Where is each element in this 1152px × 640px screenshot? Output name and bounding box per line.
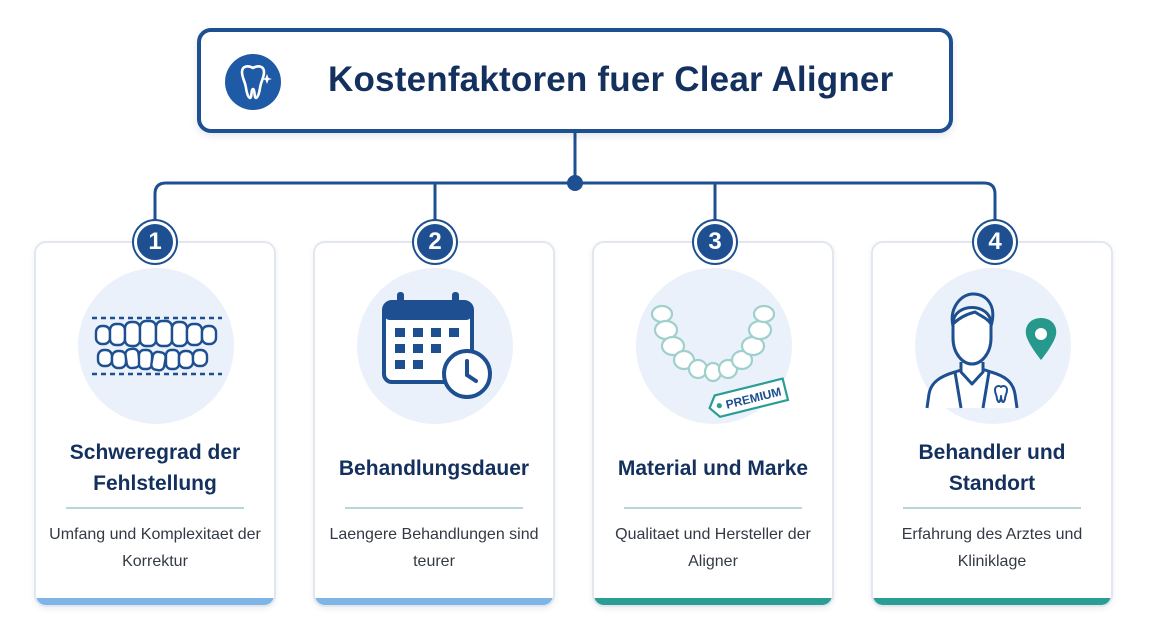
card-divider bbox=[66, 507, 244, 509]
tooth-icon bbox=[225, 54, 281, 110]
card-title: Behandler und Standort bbox=[918, 441, 1066, 495]
card-description: Qualitaet und Hersteller der Aligner bbox=[615, 526, 811, 570]
card-accent-bar bbox=[594, 598, 832, 605]
card-title: Material und Marke bbox=[617, 456, 809, 480]
aligner-illustration: PREMIUM bbox=[636, 268, 792, 424]
teeth-illustration bbox=[78, 268, 234, 424]
title-box: Kostenfaktoren fuer Clear Aligner bbox=[197, 28, 953, 133]
factor-card-severity: Schweregrad der Fehlstellung Umfang und … bbox=[34, 241, 276, 607]
page-title: Kostenfaktoren fuer Clear Aligner bbox=[328, 60, 894, 99]
card-accent-bar bbox=[873, 598, 1111, 605]
step-number-badge: 1 bbox=[134, 221, 176, 263]
card-description: Laengere Behandlungen sind teurer bbox=[329, 526, 539, 570]
card-description: Umfang und Komplexitaet der Korrektur bbox=[49, 526, 261, 570]
card-title: Behandlungsdauer bbox=[338, 456, 530, 480]
calendar-illustration bbox=[357, 268, 513, 424]
connector-junction bbox=[567, 175, 583, 191]
card-accent-bar bbox=[315, 598, 553, 605]
step-number-badge: 3 bbox=[694, 221, 736, 263]
card-description: Erfahrung des Arztes und Kliniklage bbox=[901, 526, 1083, 570]
factor-card-provider: Behandler und Standort Erfahrung des Arz… bbox=[871, 241, 1113, 607]
calendar-clock-icon bbox=[382, 292, 492, 399]
factor-card-material: PREMIUM Material und Marke Qualitaet und… bbox=[592, 241, 834, 607]
card-divider bbox=[345, 507, 523, 509]
premium-tag: PREMIUM bbox=[708, 377, 790, 419]
aligner-icon: PREMIUM bbox=[650, 304, 790, 419]
factor-card-duration: Behandlungsdauer Laengere Behandlungen s… bbox=[313, 241, 555, 607]
dentist-location-icon bbox=[925, 292, 1057, 409]
card-divider bbox=[903, 507, 1081, 509]
step-number-badge: 2 bbox=[414, 221, 456, 263]
card-divider bbox=[624, 507, 802, 509]
teeth-icon bbox=[92, 316, 222, 376]
dentist-illustration bbox=[915, 268, 1071, 424]
card-accent-bar bbox=[36, 598, 274, 605]
card-title: Schweregrad der Fehlstellung bbox=[69, 441, 241, 495]
step-number-badge: 4 bbox=[974, 221, 1016, 263]
